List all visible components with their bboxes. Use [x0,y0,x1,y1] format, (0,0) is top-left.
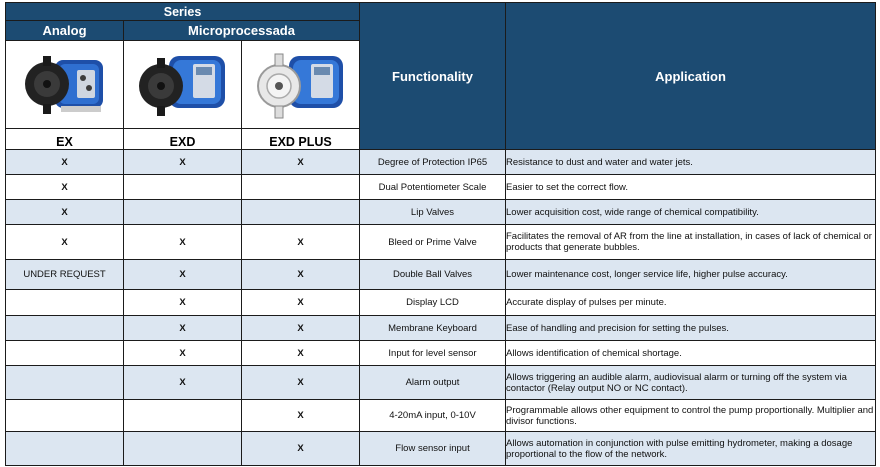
ex-image-cell [5,40,124,129]
exd-plus-cell: X [241,149,360,175]
ex-cell: X [5,149,124,175]
ex-cell [5,431,124,466]
application-cell: Programmable allows other equipment to c… [505,399,876,432]
ex-cell [5,399,124,432]
functionality-cell: Bleed or Prime Valve [359,224,506,260]
table-row: X Lip Valves Lower acquisition cost, wid… [5,199,876,225]
exd-plus-cell [241,174,360,200]
functionality-cell: Input for level sensor [359,340,506,366]
functionality-cell: Flow sensor input [359,431,506,466]
functionality-cell: Degree of Protection IP65 [359,149,506,175]
microprocessada-header: Microprocessada [123,20,360,41]
exd-cell: X [123,365,242,400]
exd-cell: X [123,149,242,175]
application-cell: Allows identification of chemical shorta… [505,340,876,366]
exd-plus-cell: X [241,431,360,466]
ex-cell: X [5,199,124,225]
analog-header: Analog [5,20,124,41]
functionality-cell: Lip Valves [359,199,506,225]
dosing-pump-image [138,55,225,116]
model-exd: EXD [123,128,242,150]
table-row: X X X Degree of Protection IP65 Resistan… [5,149,876,175]
functionality-cell: Membrane Keyboard [359,315,506,341]
table-row: X X Display LCD Accurate display of puls… [5,289,876,316]
exd-cell [123,431,242,466]
table-row: X Flow sensor input Allows automation in… [5,431,876,466]
application-cell: Lower acquisition cost, wide range of ch… [505,199,876,225]
exd-plus-cell: X [241,224,360,260]
exd-plus-cell: X [241,289,360,316]
exd-plus-image-cell [241,40,360,129]
application-cell: Ease of handling and precision for setti… [505,315,876,341]
series-header: Series [5,2,360,21]
table-row: X Dual Potentiometer Scale Easier to set… [5,174,876,200]
ex-cell [5,289,124,316]
model-ex: EX [5,128,124,150]
functionality-cell: Display LCD [359,289,506,316]
functionality-header: Functionality [359,2,506,150]
ex-cell [5,365,124,400]
table-row: X X Membrane Keyboard Ease of handling a… [5,315,876,341]
exd-cell [123,199,242,225]
table-row: X X X Bleed or Prime Valve Facilitates t… [5,224,876,260]
exd-plus-cell: X [241,315,360,341]
application-cell: Allows triggering an audible alarm, audi… [505,365,876,400]
table-row: X 4-20mA input, 0-10V Programmable allow… [5,399,876,432]
exd-plus-cell: X [241,365,360,400]
exd-plus-cell: X [241,340,360,366]
exd-cell: X [123,340,242,366]
exd-cell [123,174,242,200]
ex-cell [5,340,124,366]
table-row: X X Input for level sensor Allows identi… [5,340,876,366]
functionality-cell: Alarm output [359,365,506,400]
ex-cell: X [5,224,124,260]
application-cell: Easier to set the correct flow. [505,174,876,200]
exd-plus-cell: X [241,399,360,432]
exd-cell: X [123,289,242,316]
exd-plus-cell [241,199,360,225]
table-row: X X Alarm output Allows triggering an au… [5,365,876,400]
exd-cell [123,399,242,432]
ex-cell [5,315,124,341]
series-comparison-table: Series Functionality Application Analog … [5,2,876,466]
application-cell: Accurate display of pulses per minute. [505,289,876,316]
table-row: UNDER REQUEST X X Double Ball Valves Low… [5,259,876,290]
exd-image-cell [123,40,242,129]
functionality-cell: Dual Potentiometer Scale [359,174,506,200]
functionality-cell: 4-20mA input, 0-10V [359,399,506,432]
dosing-pump-image [256,53,343,118]
exd-cell: X [123,224,242,260]
application-cell: Lower maintenance cost, longer service l… [505,259,876,290]
ex-cell: UNDER REQUEST [5,259,124,290]
application-cell: Allows automation in conjunction with pu… [505,431,876,466]
application-header: Application [505,2,876,150]
dosing-pump-image [24,55,103,114]
exd-cell: X [123,315,242,341]
exd-cell: X [123,259,242,290]
exd-plus-cell: X [241,259,360,290]
ex-cell: X [5,174,124,200]
application-cell: Facilitates the removal of AR from the l… [505,224,876,260]
application-cell: Resistance to dust and water and water j… [505,149,876,175]
functionality-cell: Double Ball Valves [359,259,506,290]
model-exd-plus: EXD PLUS [241,128,360,150]
